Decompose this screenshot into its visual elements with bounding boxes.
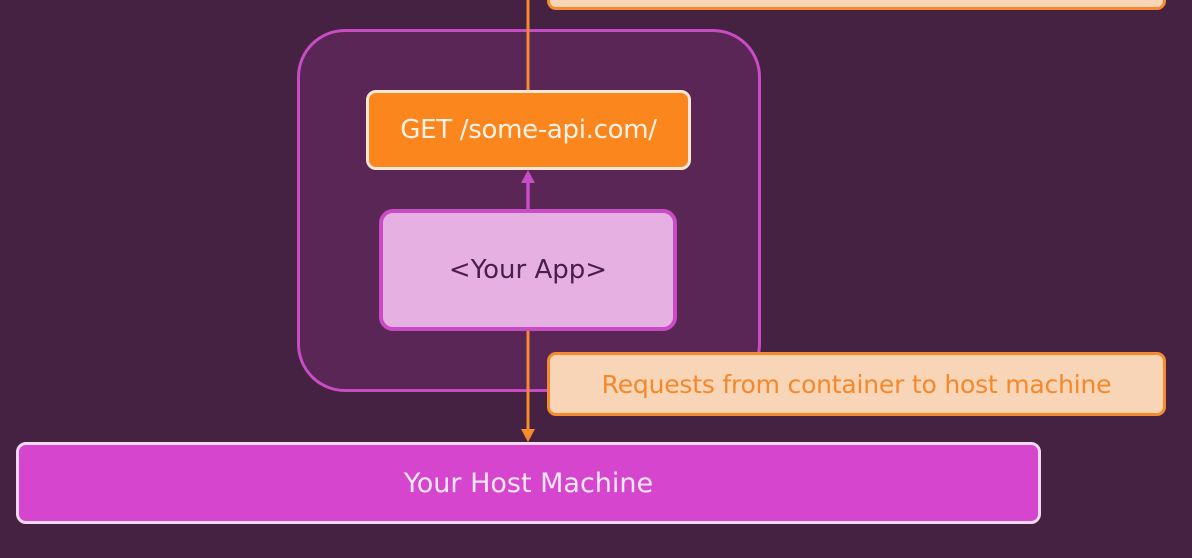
your-app-box: <Your App>: [379, 209, 677, 331]
request-note-box: Requests from container to host machine: [547, 352, 1166, 416]
get-request-label: GET /some-api.com/: [400, 115, 657, 145]
container-to-host-arrowhead: [521, 429, 535, 442]
host-machine-box: Your Host Machine: [16, 442, 1041, 524]
app-to-request-arrowhead: [521, 170, 535, 183]
your-app-label: <Your App>: [448, 255, 608, 285]
get-request-box: GET /some-api.com/: [366, 90, 691, 170]
host-machine-label: Your Host Machine: [403, 467, 654, 499]
request-note-label: Requests from container to host machine: [601, 369, 1112, 399]
top-note-box-partial: [547, 0, 1166, 10]
